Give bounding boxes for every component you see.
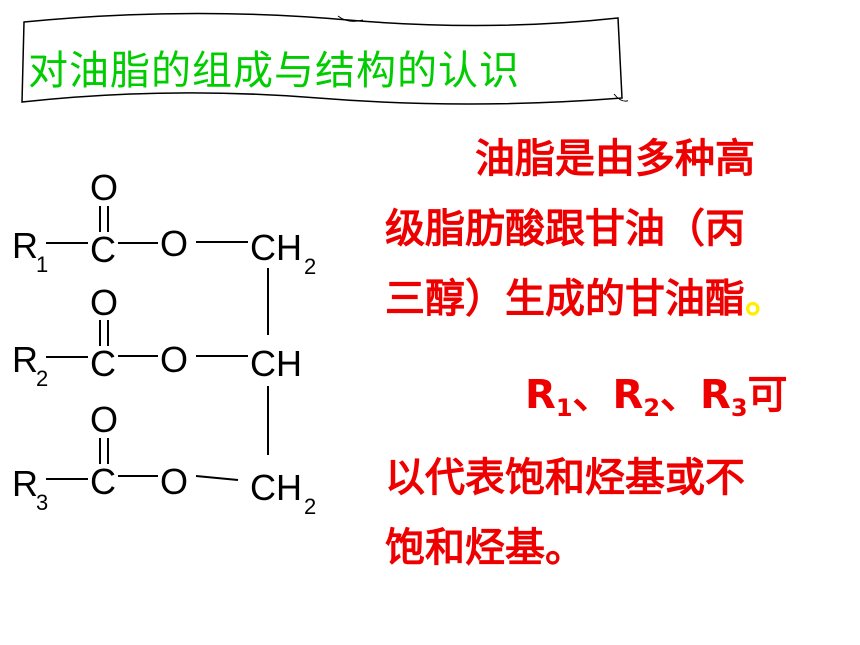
o-carbonyl-1: O — [90, 167, 118, 208]
para1-end-dot: 。 — [745, 276, 785, 322]
o-ester-1: O — [160, 223, 188, 264]
banner-fold-bottom — [613, 93, 628, 102]
r3-label: R — [12, 463, 38, 504]
banner-fold-top — [337, 15, 364, 22]
para1-line3: 三醇）生成的甘油酯。 — [385, 264, 825, 334]
ch2-bottom-subscript: 2 — [304, 494, 316, 519]
c-1: C — [90, 229, 116, 270]
para1-line3-text: 三醇）生成的甘油酯 — [385, 276, 745, 322]
para2-line3: 饱和烃基。 — [385, 525, 585, 571]
bond-o3-ch2 — [195, 475, 239, 481]
page-title: 对油脂的组成与结构的认识 — [28, 48, 520, 94]
r1-label: R — [12, 225, 38, 266]
para2-sub1: 1 — [555, 394, 573, 422]
ch2-bottom: CH — [250, 467, 302, 508]
para2-tail: 可 — [747, 372, 788, 418]
o-ester-2: O — [160, 339, 188, 380]
r3-subscript: 3 — [36, 490, 48, 515]
description-paragraph-1: 油脂是由多种高 级脂肪酸跟甘油（丙 三醇）生成的甘油酯。 — [385, 124, 825, 334]
para2-sub2: 2 — [643, 394, 661, 422]
para2-sep2: 、R — [660, 372, 731, 418]
para2-r: R — [525, 372, 556, 418]
triglyceride-structure: O R 1 C O CH 2 O R 2 C O CH O R 3 C O CH… — [12, 167, 316, 519]
para1-line1: 油脂是由多种高 — [475, 136, 755, 182]
r2-label: R — [12, 339, 38, 380]
o-carbonyl-3: O — [90, 399, 118, 440]
para2-line2: 以代表饱和烃基或不 — [385, 455, 745, 501]
para1-line2: 级脂肪酸跟甘油（丙 — [385, 206, 745, 252]
r1-subscript: 1 — [36, 252, 48, 277]
banner-frame — [21, 12, 623, 105]
o-carbonyl-2: O — [90, 282, 118, 323]
title-banner — [21, 12, 628, 105]
ch2-top-subscript: 2 — [304, 254, 316, 279]
c-2: C — [90, 343, 116, 384]
c-3: C — [90, 461, 116, 502]
description-paragraph-2: R1、R2、R3可 以代表饱和烃基或不 饱和烃基。 — [385, 360, 825, 583]
para2-sub3: 3 — [730, 394, 748, 422]
r2-subscript: 2 — [36, 366, 48, 391]
ch-middle: CH — [250, 343, 302, 384]
o-ester-3: O — [160, 461, 188, 502]
ch2-top: CH — [250, 227, 302, 268]
para2-sep1: 、R — [572, 372, 644, 418]
para2-line1: R1、R2、R3可 — [385, 360, 825, 443]
